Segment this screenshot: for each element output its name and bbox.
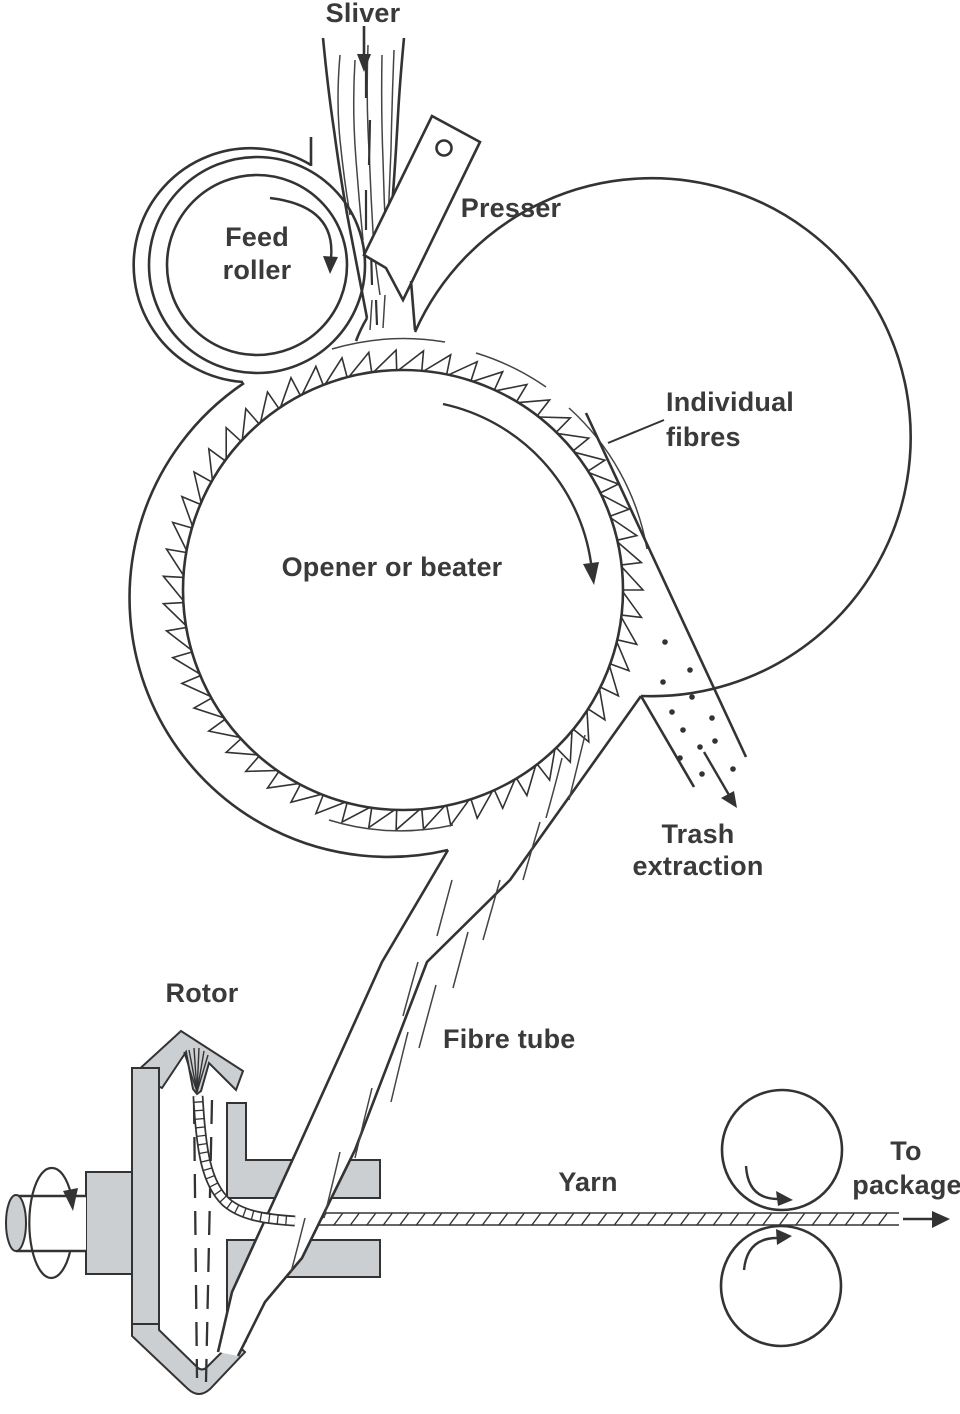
trash-particles (660, 639, 736, 777)
presser-pivot-hole (435, 139, 453, 157)
yarn-line (262, 1211, 950, 1228)
individual-fibres-label-line1: Individual (666, 387, 794, 417)
trash-extraction-label-line2: extraction (632, 851, 763, 881)
housing-left-arc (128, 381, 449, 859)
takeup-rollers (719, 1088, 844, 1348)
beater-teeth (161, 348, 645, 832)
opener-beater (161, 337, 648, 832)
arrow-right-icon (932, 1211, 950, 1228)
feed-roller-label-line2: roller (223, 255, 292, 285)
arrow-cw-icon (776, 1229, 792, 1245)
yarn-label: Yarn (558, 1167, 617, 1197)
fibre-layer-arcs (328, 337, 648, 832)
beater-body (181, 368, 625, 812)
housing-right-arc (413, 176, 912, 698)
shaft-rotation-arrow (28, 1166, 78, 1280)
individual-fibres-leader (607, 419, 665, 444)
feed-roller (147, 155, 367, 375)
arrow-ccw-icon (776, 1191, 793, 1206)
sliver-label: Sliver (326, 0, 401, 28)
sliver-left-edge (321, 37, 369, 319)
rotor-rim (132, 1029, 245, 1096)
arrow-rotation-icon (63, 1188, 78, 1211)
sliver-band (321, 26, 406, 326)
beater-housing (128, 137, 912, 859)
trash-flow-arrow (702, 751, 737, 808)
diagram-labels: Sliver Feed roller Presser Opener or bea… (166, 0, 960, 1200)
fibre-fan (183, 1047, 209, 1093)
rotor-left-wall (131, 1067, 160, 1325)
trash-duct (584, 412, 748, 808)
presser-arm (362, 114, 482, 303)
individual-fibres-label-line2: fibres (666, 422, 741, 452)
rotor-label: Rotor (166, 978, 239, 1008)
rotor-internals (183, 1047, 296, 1383)
entry-left-wall (354, 317, 369, 342)
entry-right-wall (409, 280, 417, 331)
feed-roller-outer (147, 155, 367, 375)
sliver-flow-arrow (357, 26, 371, 72)
twist-ticks (193, 1101, 288, 1226)
arrow-down-icon (357, 54, 371, 72)
arrow-down-right-icon (721, 791, 737, 808)
fibre-tube-right-wall (236, 695, 643, 1357)
feed-roller-pocket-arc (132, 146, 312, 384)
rotor-centerline-dashes (192, 1099, 214, 1383)
trash-duct-outer-wall (584, 412, 748, 758)
top-roller-rotation-arrow (744, 1165, 793, 1206)
arrow-cw-icon (583, 562, 599, 585)
rotor-hub (85, 1171, 133, 1275)
arrow-cw-icon (323, 256, 338, 274)
rotor-shaft (5, 1194, 86, 1253)
fibre-tube-left-wall (216, 849, 450, 1353)
beater-rotation-arrow (442, 402, 599, 585)
trash-duct-divider (639, 695, 696, 788)
feed-roller-inner (165, 173, 349, 357)
fibre-tube-fibres (290, 734, 586, 1273)
to-package-label-line1: To (890, 1136, 921, 1166)
feed-roller-rotation-arrow (269, 196, 338, 274)
presser-label: Presser (461, 193, 562, 223)
presser (362, 114, 482, 331)
yarn-output-arrow (903, 1211, 950, 1228)
shaft-end-cap (5, 1194, 27, 1252)
fibre-tube (216, 695, 643, 1357)
to-package-label-line2: package (852, 1170, 960, 1200)
top-roller (720, 1088, 844, 1212)
bottom-roller (719, 1224, 843, 1348)
trash-extraction-label-line1: Trash (661, 819, 734, 849)
fibre-tube-label: Fibre tube (443, 1024, 576, 1054)
bottom-roller-rotation-arrow (742, 1229, 792, 1271)
opener-beater-label: Opener or beater (282, 552, 503, 582)
feed-roller-label-line1: Feed (225, 222, 289, 252)
